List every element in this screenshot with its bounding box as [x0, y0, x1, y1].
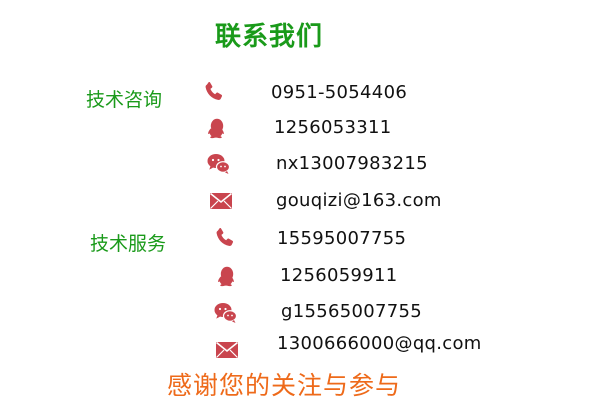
service-email-value[interactable]: 1300666000@qq.com	[277, 333, 482, 354]
section-label-consulting: 技术咨询	[86, 89, 163, 111]
consulting-email-value[interactable]: gouqizi@163.com	[276, 190, 442, 211]
phone-icon	[212, 225, 238, 251]
service-wechat-value[interactable]: g15565007755	[281, 301, 422, 322]
qq-icon	[214, 264, 240, 290]
consulting-wechat-value[interactable]: nx13007983215	[276, 153, 428, 174]
service-phone-value[interactable]: 15595007755	[277, 228, 407, 249]
consulting-phone-value[interactable]: 0951-5054406	[271, 82, 408, 103]
email-icon	[208, 188, 234, 214]
qq-icon	[204, 116, 230, 142]
page-title: 联系我们	[215, 22, 324, 52]
service-qq-value[interactable]: 1256059911	[280, 265, 398, 286]
phone-icon	[201, 79, 227, 105]
wechat-icon	[213, 300, 239, 326]
email-icon	[214, 337, 240, 363]
consulting-qq-value[interactable]: 1256053311	[274, 117, 392, 138]
section-label-service: 技术服务	[90, 233, 167, 255]
wechat-icon	[206, 151, 232, 177]
footer-thanks: 感谢您的关注与参与	[167, 371, 402, 400]
